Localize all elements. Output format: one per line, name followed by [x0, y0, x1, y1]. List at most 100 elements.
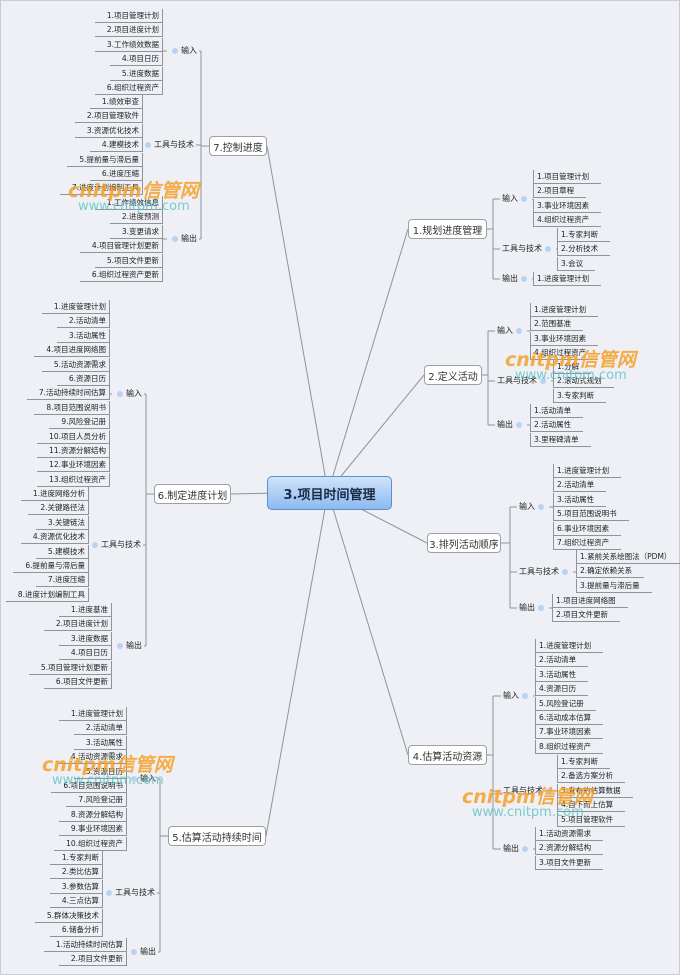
leaf-item[interactable]: 4.项目管理计划更新 — [79, 239, 163, 254]
group-label[interactable]: 工具与技术 — [495, 376, 551, 386]
branch-topic[interactable]: 6.制定进度计划 — [154, 484, 231, 504]
leaf-item[interactable]: 1.绩效审查 — [89, 95, 143, 109]
leaf-item[interactable]: 3.进度数据 — [58, 631, 112, 646]
leaf-item[interactable]: 1.进度管理计划 — [58, 707, 127, 721]
leaf-item[interactable]: 4.资源优化技术 — [20, 530, 89, 545]
expand-dot-icon[interactable] — [106, 889, 112, 896]
leaf-item[interactable]: 3.关键链法 — [35, 515, 89, 530]
leaf-item[interactable]: 3.提前量与滞后量 — [576, 578, 652, 593]
leaf-item[interactable]: 5.风险登记册 — [535, 696, 596, 711]
leaf-item[interactable]: 9.风险登记册 — [49, 415, 110, 430]
leaf-item[interactable]: 7.组织过程资产 — [553, 536, 622, 550]
group-label[interactable]: 工具与技术 — [501, 786, 557, 796]
group-label[interactable]: 输出 — [112, 641, 144, 651]
group-label[interactable]: 输出 — [126, 947, 158, 957]
leaf-item[interactable]: 1.专家判断 — [557, 755, 611, 769]
expand-dot-icon[interactable] — [521, 275, 527, 282]
leaf-item[interactable]: 4.三点估算 — [49, 894, 103, 909]
expand-dot-icon[interactable] — [562, 568, 568, 575]
leaf-item[interactable]: 1.分解 — [553, 360, 592, 374]
group-label[interactable]: 输入 — [167, 46, 199, 56]
leaf-item[interactable]: 2.范围基准 — [530, 317, 584, 332]
leaf-item[interactable]: 11.资源分解结构 — [37, 444, 110, 458]
leaf-item[interactable]: 3.活动属性 — [553, 492, 607, 507]
leaf-item[interactable]: 4.项目日历 — [58, 646, 112, 661]
leaf-item[interactable]: 7.进度计划编制工具 — [59, 181, 143, 196]
leaf-item[interactable]: 5.进度数据 — [109, 66, 163, 81]
leaf-item[interactable]: 2.确定依赖关系 — [576, 564, 645, 579]
leaf-item[interactable]: 1.进度管理计划 — [533, 272, 602, 286]
expand-dot-icon[interactable] — [516, 421, 522, 428]
leaf-item[interactable]: 1.进度管理计划 — [553, 464, 622, 478]
leaf-item[interactable]: 6.提前量与滞后量 — [13, 559, 89, 573]
leaf-item[interactable]: 8.项目范围说明书 — [34, 400, 110, 415]
leaf-item[interactable]: 3.资源优化技术 — [74, 123, 143, 138]
leaf-item[interactable]: 6.资源日历 — [56, 372, 110, 386]
leaf-item[interactable]: 2.进度预测 — [109, 210, 163, 225]
leaf-item[interactable]: 2.备选方案分析 — [557, 769, 626, 784]
leaf-item[interactable]: 4.活动资源需求 — [58, 750, 127, 765]
leaf-item[interactable]: 5.群体决策技术 — [34, 908, 103, 923]
leaf-item[interactable]: 4.组织过程资产 — [533, 213, 602, 228]
expand-dot-icon[interactable] — [538, 604, 544, 611]
leaf-item[interactable]: 3.专家判断 — [553, 388, 607, 403]
expand-dot-icon[interactable] — [516, 327, 522, 334]
leaf-item[interactable]: 3.活动属性 — [535, 667, 589, 682]
leaf-item[interactable]: 1.进度基准 — [58, 603, 112, 617]
leaf-item[interactable]: 4.项目日历 — [109, 52, 163, 67]
branch-topic[interactable]: 1.规划进度管理 — [408, 219, 487, 239]
leaf-item[interactable]: 7.进度压缩 — [35, 573, 89, 588]
leaf-item[interactable]: 5.建模技术 — [35, 544, 89, 559]
leaf-item[interactable]: 4.资源日历 — [535, 682, 589, 697]
leaf-item[interactable]: 2.活动属性 — [530, 418, 584, 433]
group-label[interactable]: 输出 — [167, 234, 199, 244]
expand-dot-icon[interactable] — [522, 692, 528, 699]
group-label[interactable]: 工具与技术 — [500, 244, 556, 254]
leaf-item[interactable]: 3.活动属性 — [73, 735, 127, 750]
branch-topic[interactable]: 4.估算活动资源 — [408, 745, 487, 765]
leaf-item[interactable]: 2.项目文件更新 — [552, 608, 621, 623]
leaf-item[interactable]: 6.组织过程资产 — [94, 81, 163, 95]
leaf-item[interactable]: 1.项目管理计划 — [94, 9, 163, 23]
expand-dot-icon[interactable] — [172, 47, 178, 54]
branch-topic[interactable]: 2.定义活动 — [424, 365, 482, 385]
leaf-item[interactable]: 2.活动清单 — [553, 478, 607, 493]
expand-dot-icon[interactable] — [172, 235, 178, 242]
expand-dot-icon[interactable] — [131, 948, 137, 955]
leaf-item[interactable]: 1.专家判断 — [557, 228, 611, 242]
leaf-item[interactable]: 13.组织过程资产 — [37, 472, 110, 487]
leaf-item[interactable]: 2.分析技术 — [557, 242, 611, 257]
branch-topic[interactable]: 5.估算活动持续时间 — [168, 826, 266, 846]
leaf-item[interactable]: 3.参数估算 — [49, 879, 103, 894]
leaf-item[interactable]: 10.项目人员分析 — [37, 429, 110, 444]
expand-dot-icon[interactable] — [522, 845, 528, 852]
leaf-item[interactable]: 3.事业环境因素 — [530, 331, 599, 346]
expand-dot-icon[interactable] — [538, 503, 544, 510]
group-label[interactable]: 输入 — [517, 502, 549, 512]
group-label[interactable]: 输入 — [501, 691, 533, 701]
leaf-item[interactable]: 5.资源日历 — [73, 764, 127, 779]
group-label[interactable]: 输入 — [112, 389, 144, 399]
leaf-item[interactable]: 5.项目文件更新 — [94, 253, 163, 268]
leaf-item[interactable]: 3.活动属性 — [56, 328, 110, 343]
leaf-item[interactable]: 6.储备分析 — [49, 923, 103, 937]
leaf-item[interactable]: 1.专家判断 — [49, 851, 103, 865]
leaf-item[interactable]: 2.项目进度计划 — [94, 23, 163, 38]
leaf-item[interactable]: 1.活动资源需求 — [535, 827, 604, 841]
group-label[interactable]: 输出 — [517, 603, 549, 613]
leaf-item[interactable]: 6.进度压缩 — [89, 167, 143, 181]
leaf-item[interactable]: 1.进度管理计划 — [41, 300, 110, 314]
leaf-item[interactable]: 4.组织过程资产 — [530, 346, 599, 361]
group-label[interactable]: 输出 — [495, 420, 527, 430]
leaf-item[interactable]: 3.变更请求 — [109, 224, 163, 239]
leaf-item[interactable]: 1.进度网络分析 — [20, 487, 89, 501]
expand-dot-icon[interactable] — [145, 141, 151, 148]
leaf-item[interactable]: 2.活动清单 — [535, 653, 589, 668]
expand-dot-icon[interactable] — [540, 377, 546, 384]
group-label[interactable]: 工具与技术 — [517, 567, 573, 577]
leaf-item[interactable]: 7.活动持续时间估算 — [26, 386, 110, 401]
leaf-item[interactable]: 2.项目进度计划 — [43, 617, 112, 632]
leaf-item[interactable]: 4.项目进度网络图 — [34, 343, 110, 358]
leaf-item[interactable]: 8.组织过程资产 — [535, 739, 604, 754]
leaf-item[interactable]: 9.事业环境因素 — [58, 822, 127, 837]
